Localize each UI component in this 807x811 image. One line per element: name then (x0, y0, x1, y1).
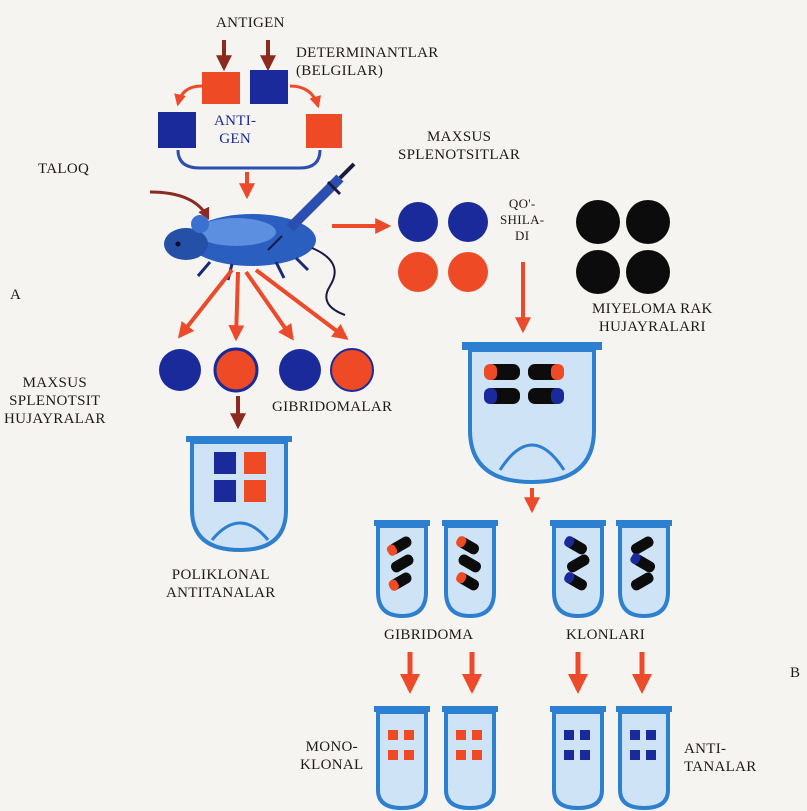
monoclonal-tube-3 (550, 706, 606, 808)
splenocyte-blue-2 (448, 202, 488, 242)
label-panel-a: A (10, 286, 21, 304)
antigen-frame (178, 150, 320, 168)
splenocyte-orange-2 (448, 252, 488, 292)
clone-tube-4 (616, 520, 672, 616)
label-panel-b: B (790, 664, 800, 682)
fusion-vessel (462, 342, 602, 482)
splenocyte-cluster (398, 202, 488, 292)
monoclonal-tube-1 (374, 706, 430, 808)
cell-orange-b (331, 349, 373, 391)
myeloma-cell-3 (576, 250, 620, 294)
determinant-arrow-right (290, 86, 318, 106)
label-gibridoma: GIBRIDOMA (384, 626, 473, 644)
myeloma-cluster (576, 200, 670, 294)
label-klonlari: KLONLARI (566, 626, 645, 644)
monoclonal-tube-2 (442, 706, 498, 808)
monoclonal-tube-4 (616, 706, 672, 808)
determinant-orange-top (202, 72, 240, 104)
antibody-tubes (374, 706, 672, 808)
cell-orange-a (215, 349, 257, 391)
taloq-arrow (150, 192, 208, 218)
determinant-blue-top (250, 70, 288, 104)
label-monoklonal: MONO- KLONAL (300, 738, 363, 774)
splenocyte-orange-1 (398, 252, 438, 292)
label-antitanalar: ANTI- TANALAR (684, 740, 757, 776)
myeloma-cell-4 (626, 250, 670, 294)
label-anti-gen-box: ANTI- GEN (214, 112, 256, 148)
label-miyeloma: MIYELOMA RAK HUJAYRALARI (592, 300, 713, 336)
label-qoshiladi: QO'- SHILA- DI (500, 196, 544, 244)
label-maxsus-splenotsit-hujayralar: MAXSUS SPLENOTSIT HUJAYRALAR (4, 374, 106, 428)
label-gibridomalar: GIBRIDOMALAR (272, 398, 392, 416)
determinant-orange-right (306, 114, 342, 148)
label-determinants: DETERMINANTLAR (BELGILAR) (296, 44, 439, 80)
hybridoma-cell-row (159, 349, 373, 391)
myeloma-cell-1 (576, 200, 620, 244)
antibody-arrows (410, 652, 642, 690)
clone-tube-3 (550, 520, 606, 616)
mouse-icon (164, 214, 345, 315)
label-antigen: ANTIGEN (216, 14, 285, 32)
cell-blue-b (279, 349, 321, 391)
clone-tubes (374, 520, 672, 616)
determinant-arrow-left (178, 86, 202, 104)
clone-tube-1 (374, 520, 430, 616)
myeloma-cell-2 (626, 200, 670, 244)
mouse-fan-arrows (180, 270, 346, 338)
cell-blue-a (159, 349, 201, 391)
label-maxsus-splenotsitlar: MAXSUS SPLENOTSITLAR (398, 128, 520, 164)
label-taloq: TALOQ (38, 160, 89, 178)
splenocyte-blue-1 (398, 202, 438, 242)
determinant-blue-left (158, 112, 196, 148)
clone-tube-2 (442, 520, 498, 616)
polyclonal-vessel (186, 436, 292, 550)
label-poliklonal: POLIKLONAL ANTITANALAR (166, 566, 276, 602)
